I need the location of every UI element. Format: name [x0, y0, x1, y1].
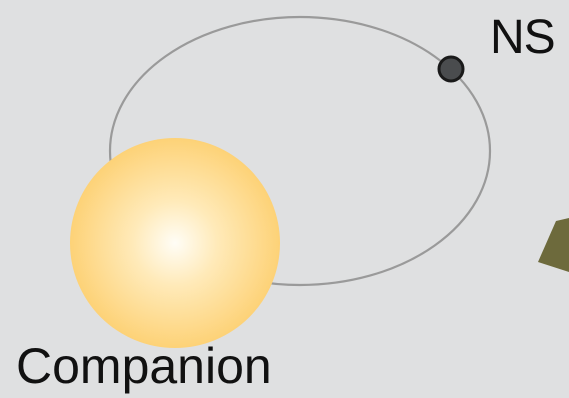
companion-label: Companion [16, 341, 272, 391]
companion-star [70, 138, 280, 348]
neutron-star [439, 57, 463, 81]
neutron-star-label: NS [490, 14, 555, 62]
partial-shape-right-edge [538, 218, 569, 272]
